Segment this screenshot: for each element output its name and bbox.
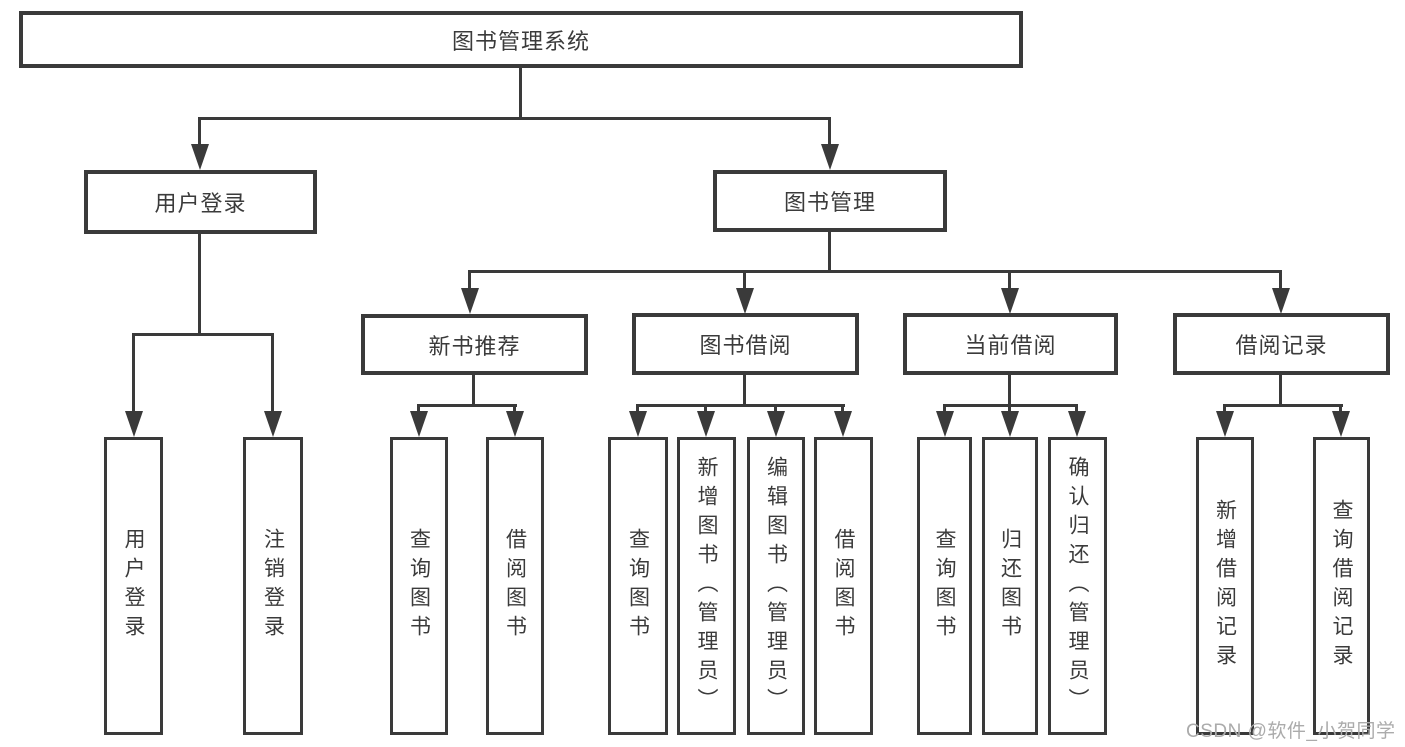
arrow-down-icon: [1272, 288, 1290, 314]
arrow-down-icon: [736, 288, 754, 314]
box-newbook-borrow-book-label: 借阅图书: [503, 528, 527, 644]
box-book-management: 图书管理: [713, 170, 947, 232]
arrow-down-icon: [1068, 411, 1086, 437]
box-borrowing-edit-book-admin-label: 编辑图书（管理员）: [764, 455, 788, 717]
arrow-down-icon: [629, 411, 647, 437]
arrow-down-icon: [1216, 411, 1234, 437]
arrow-down-icon: [264, 411, 282, 437]
connector-leaf: [1075, 404, 1078, 414]
box-current-confirm-return-admin-label: 确认归还（管理员）: [1066, 455, 1089, 717]
arrow-down-icon: [410, 411, 428, 437]
connector-to-user-login: [198, 117, 201, 146]
box-library-system: 图书管理系统: [19, 11, 1023, 68]
arrow-down-icon: [821, 144, 839, 170]
connector-new-book-horizontal: [417, 404, 517, 407]
box-current-query-book-label: 查询图书: [933, 528, 956, 644]
box-logout-login: 注销登录: [243, 437, 303, 735]
connector-level2-horizontal: [198, 117, 831, 120]
box-current-return-book-label: 归还图书: [998, 528, 1022, 644]
arrow-down-icon: [125, 411, 143, 437]
csdn-watermark: CSDN @软件_小贺同学: [1186, 721, 1396, 742]
connector-current-borrowing-horizontal: [944, 404, 1078, 407]
box-records-query-record: 查询借阅记录: [1313, 437, 1370, 735]
box-newbook-query-book: 查询图书: [390, 437, 448, 735]
box-book-borrowing: 图书借阅: [632, 313, 859, 375]
box-current-return-book: 归还图书: [982, 437, 1038, 735]
connector-to-current-borrowing: [1008, 270, 1011, 289]
connector-borrowing-records-stub: [1279, 373, 1282, 407]
box-borrowing-query-book-label: 查询图书: [626, 528, 650, 644]
connector-leaf: [1223, 404, 1226, 414]
box-records-query-record-label: 查询借阅记录: [1330, 499, 1353, 673]
box-borrowing-records-label: 借阅记录: [1235, 333, 1328, 358]
arrow-down-icon: [834, 411, 852, 437]
box-user-login-leaf-label: 用户登录: [122, 528, 145, 644]
arrow-down-icon: [1001, 288, 1019, 314]
connector-to-new-book-recommendation: [468, 270, 471, 289]
arrow-down-icon: [1332, 411, 1350, 437]
box-newbook-query-book-label: 查询图书: [407, 528, 431, 644]
box-book-borrowing-label: 图书借阅: [699, 333, 792, 358]
connector-to-logout-leaf: [271, 333, 274, 413]
box-logout-login-label: 注销登录: [261, 528, 285, 644]
arrow-down-icon: [506, 411, 524, 437]
box-borrowing-add-book-admin: 新增图书（管理员）: [677, 437, 736, 735]
connector-leaf: [704, 404, 707, 414]
arrow-down-icon: [697, 411, 715, 437]
connector-to-book-borrowing: [743, 270, 746, 289]
connector-borrowing-records-horizontal: [1224, 404, 1343, 407]
connector-leaf: [774, 404, 777, 414]
connector-leaf: [1339, 404, 1342, 414]
connector-new-book-stub: [472, 373, 475, 407]
connector-leaf: [943, 404, 946, 414]
connector-level3-horizontal: [468, 270, 1282, 273]
connector-to-user-login-leaf: [132, 333, 135, 413]
box-new-book-recommendation-label: 新书推荐: [428, 333, 521, 359]
connector-to-book-management: [828, 117, 831, 146]
box-new-book-recommendation: 新书推荐: [361, 314, 588, 375]
box-borrowing-borrow-book: 借阅图书: [814, 437, 873, 735]
box-borrowing-borrow-book-label: 借阅图书: [832, 528, 855, 644]
box-user-login: 用户登录: [84, 170, 317, 234]
connector-leaf: [513, 404, 516, 414]
arrow-down-icon: [1001, 411, 1019, 437]
connector-leaf: [417, 404, 420, 414]
connector-current-borrowing-stub: [1008, 373, 1011, 407]
box-newbook-borrow-book: 借阅图书: [486, 437, 544, 735]
box-borrowing-edit-book-admin: 编辑图书（管理员）: [747, 437, 805, 735]
connector-leaf: [841, 404, 844, 414]
box-borrowing-query-book: 查询图书: [608, 437, 668, 735]
connector-user-login-stub: [198, 232, 201, 335]
box-current-confirm-return-admin: 确认归还（管理员）: [1048, 437, 1107, 735]
box-library-system-label: 图书管理系统: [451, 28, 590, 54]
box-records-add-record: 新增借阅记录: [1196, 437, 1254, 735]
box-user-login-label: 用户登录: [154, 191, 247, 216]
arrow-down-icon: [191, 144, 209, 170]
arrow-down-icon: [767, 411, 785, 437]
box-book-management-label: 图书管理: [783, 190, 876, 215]
arrow-down-icon: [936, 411, 954, 437]
box-current-query-book: 查询图书: [917, 437, 972, 735]
box-current-borrowing: 当前借阅: [903, 313, 1118, 375]
box-records-add-record-label: 新增借阅记录: [1213, 499, 1237, 673]
connector-root-stub: [519, 65, 522, 119]
box-borrowing-records: 借阅记录: [1173, 313, 1390, 375]
connector-to-borrowing-records: [1279, 270, 1282, 289]
connector-book-borrowing-stub: [743, 373, 746, 407]
box-borrowing-add-book-admin-label: 新增图书（管理员）: [695, 455, 718, 717]
connector-book-management-stub: [828, 230, 831, 273]
connector-book-borrowing-horizontal: [637, 404, 845, 407]
connector-leaf: [1008, 404, 1011, 414]
box-user-login-leaf: 用户登录: [104, 437, 163, 735]
connector-user-login-horizontal: [132, 333, 274, 336]
connector-leaf: [636, 404, 639, 414]
arrow-down-icon: [461, 288, 479, 314]
box-current-borrowing-label: 当前借阅: [964, 333, 1057, 358]
